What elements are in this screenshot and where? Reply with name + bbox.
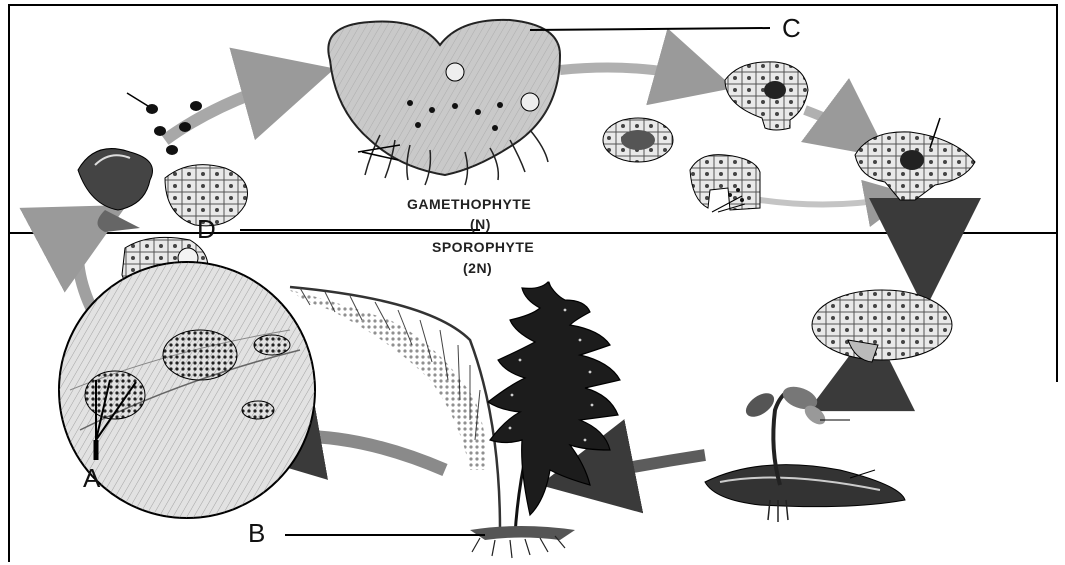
label-c: C bbox=[782, 13, 801, 44]
arrow-archegonium-to-fertilized bbox=[805, 110, 865, 140]
antheridium-icon bbox=[603, 118, 673, 162]
sperm-release-icon bbox=[690, 155, 760, 212]
gametophyte-label: GAMETHOPHYTE bbox=[407, 196, 531, 212]
arrow-young-to-adult bbox=[575, 455, 705, 478]
label-d: D bbox=[197, 214, 216, 245]
prothallus-icon bbox=[328, 20, 560, 185]
embryo-icon bbox=[812, 290, 952, 362]
leader-c bbox=[530, 28, 770, 30]
sporophyte-label: SPOROPHYTE bbox=[432, 239, 534, 255]
arrow-zygote-to-embryo bbox=[920, 208, 925, 268]
fern-frond-icon bbox=[290, 282, 620, 558]
young-sporophyte-icon bbox=[705, 382, 905, 522]
open-sporangium-icon bbox=[78, 149, 248, 232]
arrow-antheridium-to-egg bbox=[760, 198, 895, 205]
archegonium-icon bbox=[725, 62, 808, 130]
fertilized-archegonium-icon bbox=[855, 118, 975, 200]
label-b: B bbox=[248, 518, 265, 549]
gametophyte-ploidy-label: (N) bbox=[470, 216, 491, 232]
arrow-prothallus-to-archegonium bbox=[560, 68, 705, 80]
sporophyte-ploidy-label: (2N) bbox=[463, 260, 492, 276]
label-a: A bbox=[83, 463, 100, 494]
arrow-embryo-to-young-sporophyte bbox=[840, 365, 880, 395]
